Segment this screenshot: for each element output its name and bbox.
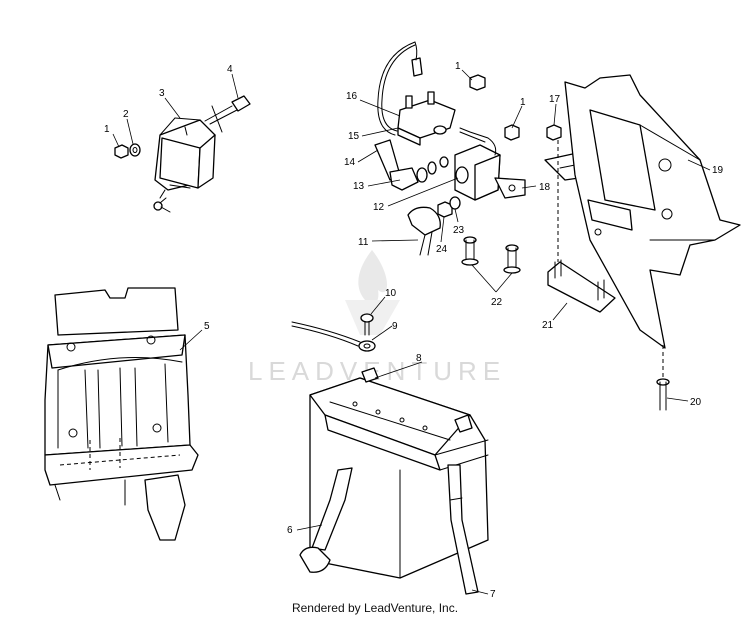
nut-24 <box>437 201 453 218</box>
callout-2: 2 <box>123 109 129 120</box>
boot-13 <box>374 139 419 191</box>
callout-19: 19 <box>712 165 724 176</box>
callout-5: 5 <box>204 321 210 332</box>
callout-20: 20 <box>690 397 702 408</box>
callout-12: 12 <box>373 202 385 213</box>
relay-16 <box>377 41 456 146</box>
callout-labels: 1 2 3 4 5 6 7 8 9 10 11 12 13 14 15 16 1… <box>104 61 724 600</box>
battery-tray <box>44 287 199 541</box>
callout-18: 18 <box>539 182 551 193</box>
callout-22: 22 <box>491 297 503 308</box>
solenoid-12 <box>454 127 526 201</box>
callout-8: 8 <box>416 353 422 364</box>
nut-mid <box>504 124 520 141</box>
callout-21: 21 <box>542 320 554 331</box>
callout-6: 6 <box>287 525 293 536</box>
nut-top <box>469 74 486 91</box>
screw-10 <box>360 313 374 336</box>
callout-10: 10 <box>385 288 397 299</box>
callout-3: 3 <box>159 88 165 99</box>
clamp-21 <box>547 140 616 313</box>
footer-credit: Rendered by LeadVenture, Inc. <box>291 601 459 615</box>
leader-lines <box>112 69 711 595</box>
vent-tube-6 <box>299 467 353 573</box>
vent-tube-7 <box>447 464 479 595</box>
nut-left <box>114 144 129 159</box>
washer-23 <box>449 196 461 210</box>
callout-17: 17 <box>549 94 561 105</box>
callout-1-left: 1 <box>104 124 110 135</box>
washers-14 <box>416 156 449 183</box>
callout-16: 16 <box>346 91 358 102</box>
washer-left <box>129 143 141 157</box>
bolts-22 <box>461 236 521 274</box>
watermark-text: LEADVENTURE <box>248 356 506 386</box>
callout-14: 14 <box>344 157 356 168</box>
callout-24: 24 <box>436 244 448 255</box>
bolt-top <box>204 95 251 133</box>
battery <box>309 367 489 579</box>
bolt-20 <box>656 345 670 411</box>
mount-19 <box>564 74 741 349</box>
callout-1-top: 1 <box>455 61 461 72</box>
nut-17 <box>546 124 562 141</box>
battery-cable <box>291 321 376 352</box>
relay-box <box>153 117 216 213</box>
callout-7: 7 <box>490 589 496 600</box>
callout-15: 15 <box>348 131 360 142</box>
callout-1-mid: 1 <box>520 97 526 108</box>
cable-boot-11 <box>407 206 441 256</box>
callout-4: 4 <box>227 64 233 75</box>
callout-23: 23 <box>453 225 465 236</box>
callout-9: 9 <box>392 321 398 332</box>
callout-11: 11 <box>358 237 369 248</box>
callout-13: 13 <box>353 181 365 192</box>
